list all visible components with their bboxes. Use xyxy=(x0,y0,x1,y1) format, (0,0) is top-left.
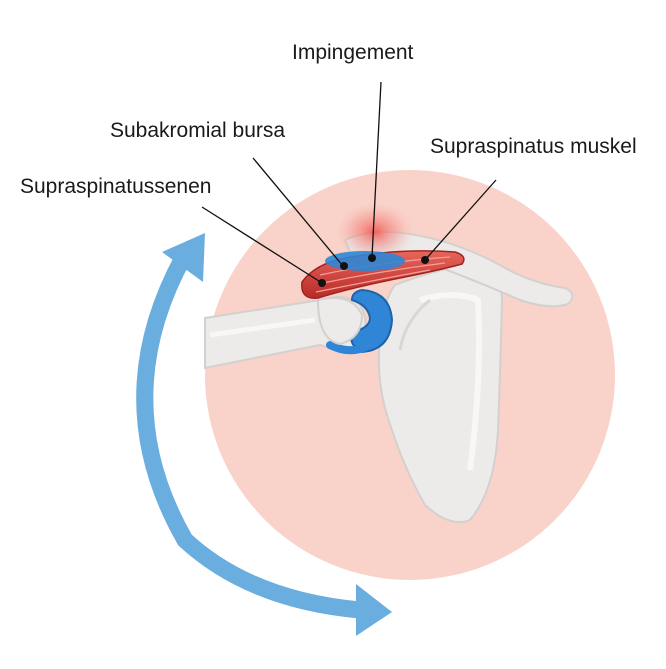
motion-arrow xyxy=(136,233,392,636)
marker-bursa xyxy=(340,262,348,270)
leader-tendon xyxy=(201,206,323,284)
arrowhead-right xyxy=(356,584,392,636)
leader-bursa xyxy=(252,157,344,267)
label-subacromial-bursa: Subakromial bursa xyxy=(110,119,286,142)
label-supraspinatus-muscle: Supraspinatus muskel xyxy=(430,135,637,158)
humeral-head xyxy=(316,296,364,346)
label-impingement: Impingement xyxy=(292,41,414,64)
leader-muscle xyxy=(424,179,497,261)
inflammation-glow xyxy=(333,200,417,264)
marker-impingement xyxy=(368,254,376,262)
leader-impingement xyxy=(371,81,382,258)
arrowhead-up xyxy=(162,233,205,282)
label-supraspinatus-tendon: Supraspinatussenen xyxy=(20,175,212,198)
marker-muscle xyxy=(421,256,429,264)
subacromial-bursa xyxy=(325,251,405,271)
marker-tendon xyxy=(318,279,326,287)
